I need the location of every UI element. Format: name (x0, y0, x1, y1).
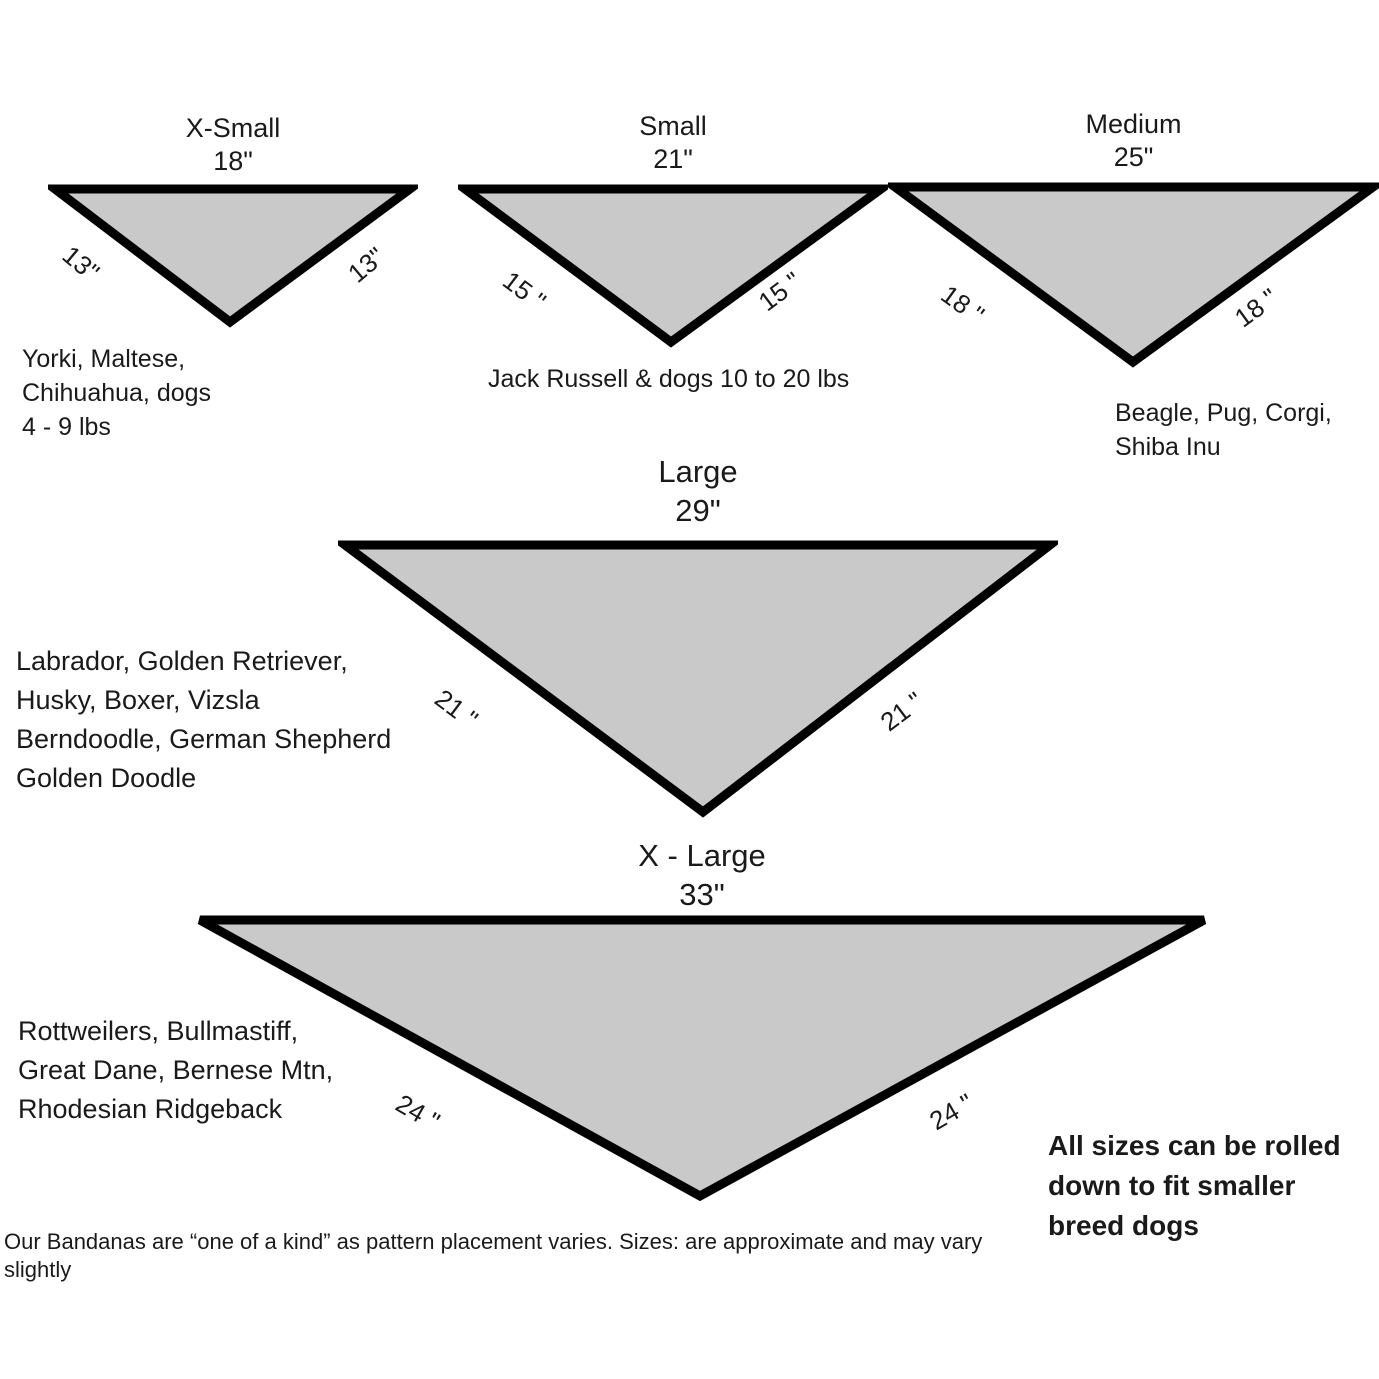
xlarge-breeds: Rottweilers, Bullmastiff, Great Dane, Be… (18, 1016, 334, 1124)
small-title: Small 21" (458, 110, 888, 176)
medium-title: Medium 25" (888, 108, 1379, 174)
xsmall-title: X-Small 18" (48, 112, 418, 178)
large-breeds: Labrador, Golden Retriever, Husky, Boxer… (16, 646, 392, 793)
small-top-width: 21" (653, 144, 693, 174)
xsmall-breeds: Yorki, Maltese, Chihuahua, dogs 4 - 9 lb… (22, 345, 212, 441)
xlarge-title: X - Large 33" (192, 836, 1212, 914)
medium-top-width: 25" (1113, 142, 1154, 172)
roll-down-note: All sizes can be rolled down to fit smal… (1048, 1130, 1341, 1241)
xsmall-name: X-Small (185, 113, 281, 143)
small-breeds: Jack Russell & dogs 10 to 20 lbs (488, 365, 850, 393)
medium-name: Medium (1085, 109, 1182, 139)
xlarge-name: X - Large (638, 838, 766, 873)
large-title: Large 29" (338, 452, 1058, 530)
large-top-width: 29" (675, 493, 721, 528)
small-triangle (458, 184, 888, 348)
large-name: Large (658, 454, 738, 489)
xsmall-triangle (48, 184, 418, 328)
footer-disclaimer: Our Bandanas are “one of a kind” as patt… (4, 1229, 983, 1282)
xlarge-triangle (197, 915, 1207, 1202)
medium-breeds: Beagle, Pug, Corgi, Shiba Inu (1115, 399, 1332, 461)
xlarge-top-width: 33" (679, 877, 725, 912)
large-triangle (338, 540, 1058, 818)
xsmall-top-width: 18" (213, 146, 253, 176)
medium-triangle (888, 182, 1379, 368)
small-name: Small (639, 111, 707, 141)
